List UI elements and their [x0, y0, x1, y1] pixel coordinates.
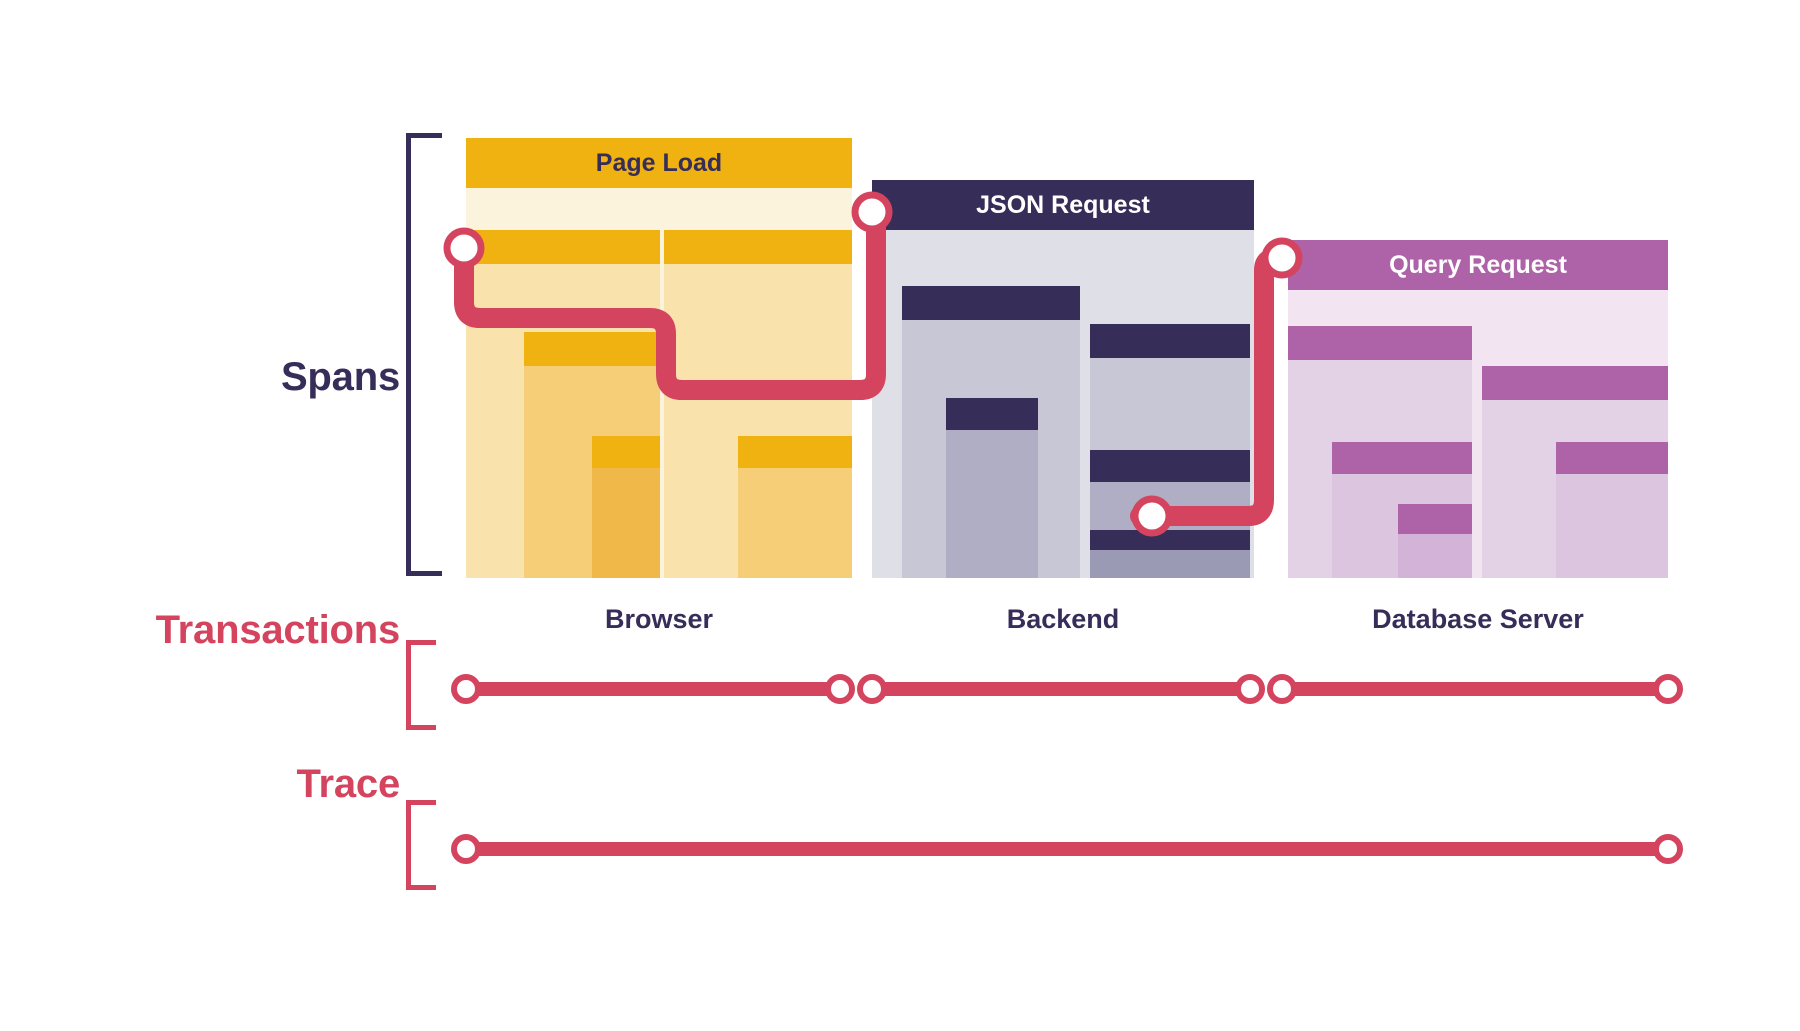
span-bar-head — [738, 436, 852, 468]
transaction-dot-page-load-end[interactable] — [825, 674, 855, 704]
trace-dot-end[interactable] — [1653, 834, 1683, 864]
trace-line[interactable] — [466, 842, 1668, 856]
span-bar-head — [946, 398, 1038, 430]
service-caption-browser: Browser — [604, 604, 714, 634]
span-bar-head — [1332, 442, 1472, 474]
service-group-backend: JSON Request — [872, 180, 1254, 578]
span-bar-head — [1398, 504, 1472, 534]
row-label-transactions: Transactions — [155, 608, 401, 652]
transaction-dot-query-request-end[interactable] — [1653, 674, 1683, 704]
transaction-title-json-request[interactable]: JSON Request — [872, 180, 1254, 230]
transaction-title-page-load[interactable]: Page Load — [466, 138, 852, 188]
transaction-dot-page-load-start[interactable] — [451, 674, 481, 704]
span-bar[interactable] — [946, 398, 1038, 578]
span-bar-head — [466, 230, 660, 264]
row-label-trace: Trace — [296, 762, 400, 806]
bracket-trace — [406, 800, 436, 890]
service-caption-backend: Backend — [1006, 604, 1120, 634]
span-bar-head — [1090, 324, 1250, 358]
transaction-dot-query-request-start[interactable] — [1267, 674, 1297, 704]
bracket-transactions — [406, 640, 436, 730]
transaction-dot-json-request-end[interactable] — [1235, 674, 1265, 704]
service-caption-database: Database Server — [1372, 604, 1584, 634]
span-bar[interactable] — [1556, 442, 1668, 578]
span-bar-head — [664, 230, 852, 264]
service-group-database: Query Request — [1288, 240, 1668, 578]
span-bar[interactable] — [738, 436, 852, 578]
span-bar[interactable] — [1398, 504, 1472, 578]
row-label-spans: Spans — [280, 355, 400, 399]
transaction-dot-json-request-start[interactable] — [857, 674, 887, 704]
span-bar-head — [1090, 450, 1250, 482]
span-bar-head — [1482, 366, 1668, 400]
span-bar[interactable] — [1090, 530, 1250, 578]
transaction-title-query-request[interactable]: Query Request — [1288, 240, 1668, 290]
span-bar-head — [902, 286, 1080, 320]
span-bar-head — [592, 436, 660, 468]
trace-dot-start[interactable] — [451, 834, 481, 864]
transaction-line-json-request[interactable] — [872, 682, 1250, 696]
span-bar-head — [1288, 326, 1472, 360]
service-group-browser: Page Load — [466, 138, 852, 578]
span-bar[interactable] — [592, 436, 660, 578]
transaction-line-query-request[interactable] — [1282, 682, 1668, 696]
span-bar-head — [1556, 442, 1668, 474]
bracket-spans — [406, 133, 442, 576]
span-bar-head — [524, 332, 660, 366]
span-bar-head — [1090, 530, 1250, 550]
transaction-line-page-load[interactable] — [466, 682, 840, 696]
